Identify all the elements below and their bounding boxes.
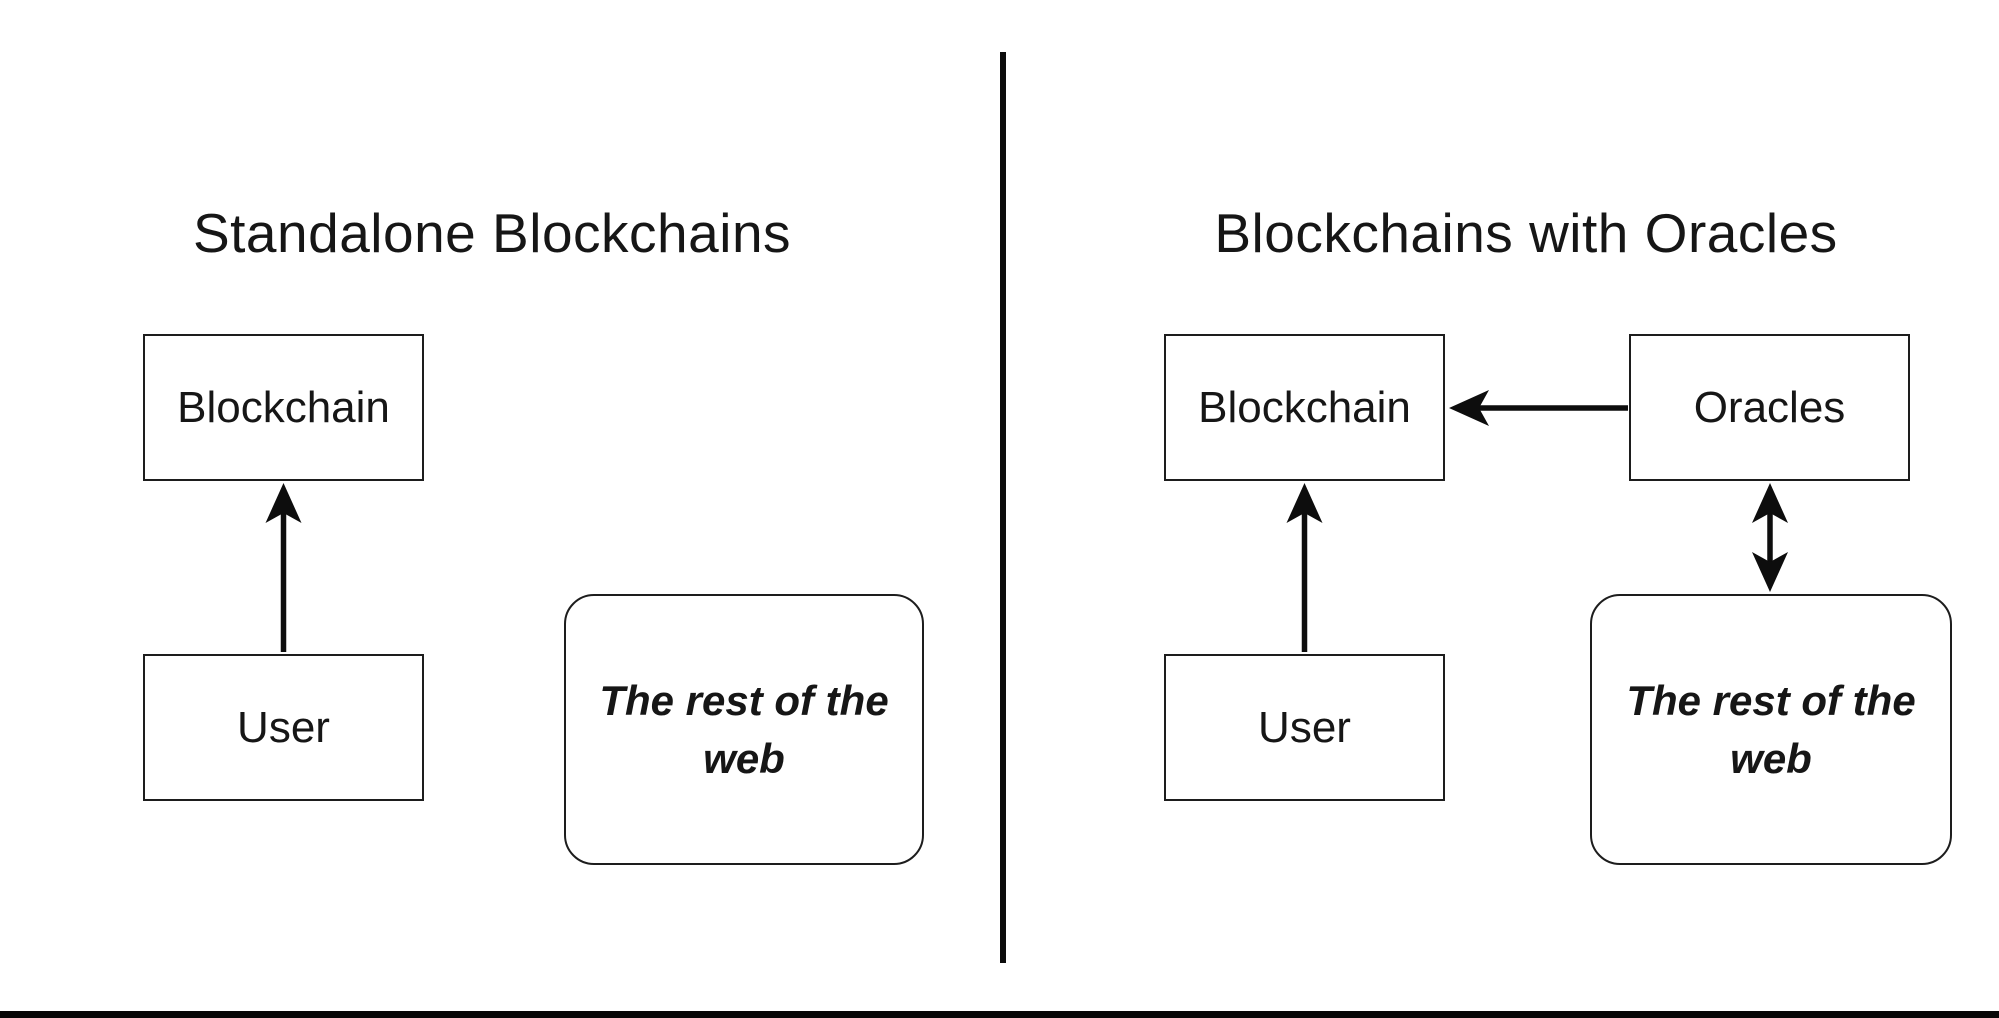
left-rest-of-web-box: The rest of the web	[564, 594, 924, 865]
oracles-web-bidirectional-arrow	[1752, 483, 1788, 592]
right-panel-title: Blockchains with Oracles	[1214, 202, 1838, 264]
right-blockchain-box: Blockchain	[1164, 334, 1445, 481]
oracles-to-blockchain-arrow	[1449, 390, 1628, 426]
right-oracles-box: Oracles	[1629, 334, 1910, 481]
right-rest-of-web-box: The rest of the web	[1590, 594, 1952, 865]
left-user-box: User	[143, 654, 424, 801]
panel-divider-line	[1000, 52, 1006, 963]
right-user-box: User	[1164, 654, 1445, 801]
left-user-to-blockchain-arrow	[265, 483, 302, 652]
left-blockchain-box: Blockchain	[143, 334, 424, 481]
bottom-edge-bar	[0, 1011, 1999, 1018]
right-user-to-blockchain-arrow	[1286, 483, 1323, 652]
left-panel-title: Standalone Blockchains	[192, 202, 792, 264]
